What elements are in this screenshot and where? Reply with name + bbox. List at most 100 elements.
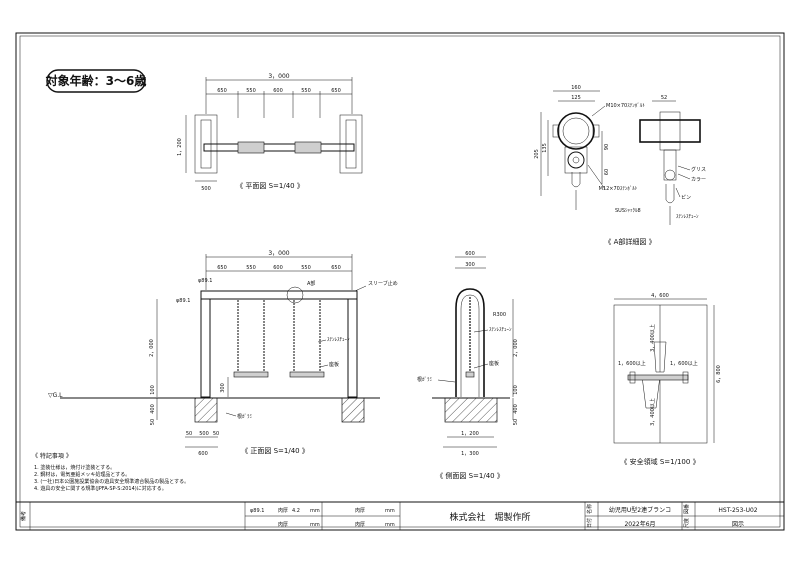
detail-shackle: SUSｼｬｯｸﾙ8 bbox=[615, 208, 641, 214]
front-detail-marker bbox=[286, 286, 304, 304]
front-span-5: 650 bbox=[331, 265, 341, 271]
detail-dim-top: 160 bbox=[571, 85, 581, 91]
safety-radius-top: 3，400以上 bbox=[649, 324, 656, 352]
front-top-beam bbox=[200, 290, 358, 300]
spec-label-1: φ89.1 bbox=[250, 508, 264, 514]
spec-label-3: 肉厚 bbox=[278, 521, 288, 528]
side-top-dim: 600 bbox=[465, 251, 475, 257]
front-root-weld: 根ｶﾞﾗﾐ bbox=[237, 413, 253, 420]
remarks-label: 備考 bbox=[20, 511, 27, 521]
front-marker-a: A部 bbox=[307, 280, 315, 287]
front-left-post bbox=[200, 298, 211, 398]
detail-caption: 《 A部詳細図 》 bbox=[604, 237, 655, 246]
side-footing bbox=[444, 397, 498, 423]
plan-top-beam bbox=[203, 143, 355, 152]
safety-radius-bottom: 3，400以上 bbox=[649, 398, 656, 426]
front-span-4: 550 bbox=[301, 265, 311, 271]
detail-chain: ｽﾃﾝﾚｽﾁｪｰﾝ bbox=[676, 214, 699, 220]
safety-width-dim: 4，600 bbox=[651, 293, 669, 299]
name-label: 名称 bbox=[586, 504, 593, 514]
side-radius: R300 bbox=[493, 312, 506, 318]
safety-view: 4，600 6，800 3，400以上 3，400以上 1，600以上 1，60… bbox=[613, 293, 722, 466]
side-chain-label: ｽﾃﾝﾚｽﾁｪｰﾝ bbox=[489, 327, 512, 333]
detail-pipe-side bbox=[639, 119, 701, 143]
note-item-4: 4. 遊具の安全に関する規準(JPFA-SP-S:2014)に対応する。 bbox=[34, 485, 167, 492]
plan-span-4: 550 bbox=[301, 88, 311, 94]
detail-bolt-top: M10×70ｽﾃﾝﾎﾞﾙﾄ bbox=[606, 102, 645, 109]
front-right-post bbox=[347, 298, 358, 398]
plan-span-2: 550 bbox=[246, 88, 256, 94]
safety-equipment bbox=[627, 374, 689, 381]
front-sleeve-stop: スリーブ止め bbox=[368, 280, 398, 287]
side-caption: 《 側面図 S=1/40 》 bbox=[436, 471, 504, 480]
front-base-total: 600 bbox=[198, 451, 208, 457]
front-chain-label: ｽﾃﾝﾚｽﾁｪｰﾝ bbox=[327, 337, 350, 343]
side-seat-label: 座板 bbox=[489, 360, 499, 367]
side-base-inner: 1，200 bbox=[461, 431, 479, 437]
mid-label-1: 肉厚 bbox=[355, 507, 365, 514]
notes-block: 《 特記事項 》 1. 塗装仕様は，焼付け塗装とする。 2. 鋼材は，電気亜鉛メ… bbox=[32, 452, 189, 492]
side-depth-50: 50 bbox=[513, 419, 519, 425]
front-base-span-3: 50 bbox=[213, 431, 219, 437]
note-item-2: 2. 鋼材は，電気亜鉛メッキ処理品とする。 bbox=[34, 471, 130, 478]
detail-dim-h-outer: 205 bbox=[534, 149, 540, 159]
plan-span-1: 650 bbox=[217, 88, 227, 94]
sheet-inner-border bbox=[19, 35, 781, 528]
date-value: 2022年6月 bbox=[624, 520, 655, 528]
front-base-span-1: 50 bbox=[186, 431, 192, 437]
safety-zone-rect bbox=[613, 304, 708, 444]
plan-overall-dim: 3，000 bbox=[268, 73, 289, 80]
front-span-1: 650 bbox=[217, 265, 227, 271]
side-height-dim: 2，000 bbox=[513, 339, 519, 357]
front-gl-label: ▽G.L bbox=[48, 392, 63, 399]
front-span-3: 600 bbox=[273, 265, 283, 271]
detail-view: 160 125 52 205 135 90 60 M10×70ｽﾃﾝﾎﾞﾙﾄ bbox=[534, 85, 706, 246]
front-right-footing bbox=[341, 397, 365, 423]
detail-pipe-front bbox=[557, 112, 595, 150]
detail-collar: カラー bbox=[691, 177, 706, 183]
mid-unit-1: mm bbox=[385, 508, 395, 514]
side-seat bbox=[465, 371, 475, 378]
front-depth-100: 100 bbox=[150, 385, 156, 395]
spec-unit-1: mm bbox=[310, 508, 320, 514]
note-item-1: 1. 塗装仕様は，焼付け塗装とする。 bbox=[34, 464, 115, 471]
detail-dim-60: 60 bbox=[604, 169, 610, 175]
front-pipe-top: φ89.1 bbox=[198, 278, 212, 284]
front-seat-2 bbox=[289, 371, 325, 378]
front-pipe-side: φ89.1 bbox=[176, 298, 190, 304]
front-left-footing bbox=[194, 397, 218, 423]
spec-value-1: 4.2 bbox=[292, 508, 300, 514]
front-view: 3，000 650 550 600 550 650 φ89.1 φ89.1 A部… bbox=[48, 250, 398, 457]
spec-unit-2: mm bbox=[310, 522, 320, 528]
front-span-2: 550 bbox=[246, 265, 256, 271]
title-block: 備考 φ89.1 肉厚 4.2 mm 肉厚 mm 肉厚 mm 肉厚 mm 株式会… bbox=[16, 501, 784, 530]
front-depth-400: 400 bbox=[150, 404, 156, 414]
sheet-border bbox=[15, 32, 785, 531]
scale-label: 尺度 bbox=[683, 518, 690, 528]
side-view: 600 300 R300 ｽﾃﾝﾚｽﾁｪｰﾝ 座板 根ｶﾞﾗﾐ 2，000 10… bbox=[417, 251, 519, 480]
spec-label-2: 肉厚 bbox=[278, 507, 288, 514]
safety-caption: 《 安全領域 S=1/100 》 bbox=[620, 457, 699, 466]
front-seat-height: 300 bbox=[220, 383, 226, 393]
plan-span-3: 600 bbox=[273, 88, 283, 94]
company-name: 株式会社 堀製作所 bbox=[449, 511, 530, 523]
front-base-span-2: 500 bbox=[199, 431, 209, 437]
front-caption: 《 正面図 S=1/40 》 bbox=[241, 447, 309, 455]
safety-upper-zone bbox=[653, 341, 667, 373]
mid-label-2: 肉厚 bbox=[355, 521, 365, 528]
safety-height-dim: 6，800 bbox=[716, 365, 722, 383]
notes-title: 《 特記事項 》 bbox=[32, 452, 72, 460]
age-label: 対象年齢：3～6歳 bbox=[45, 73, 147, 88]
side-base-outer: 1，300 bbox=[461, 451, 479, 457]
detail-grease: グリス bbox=[691, 166, 706, 173]
plan-view: 3，000 650 550 600 550 650 1，200 500 《 平面… bbox=[177, 73, 363, 192]
mid-unit-2: mm bbox=[385, 522, 395, 528]
front-seat-label: 座板 bbox=[329, 361, 339, 368]
name-value: 幼児用U型2連ブランコ bbox=[609, 506, 671, 514]
date-label: 日付 bbox=[586, 518, 593, 528]
front-overall-dim: 3，000 bbox=[268, 250, 289, 257]
front-height-dim: 2，000 bbox=[149, 339, 155, 357]
drawing-no-label: 図番 bbox=[683, 504, 690, 514]
age-badge: 対象年齢：3～6歳 bbox=[45, 69, 147, 93]
